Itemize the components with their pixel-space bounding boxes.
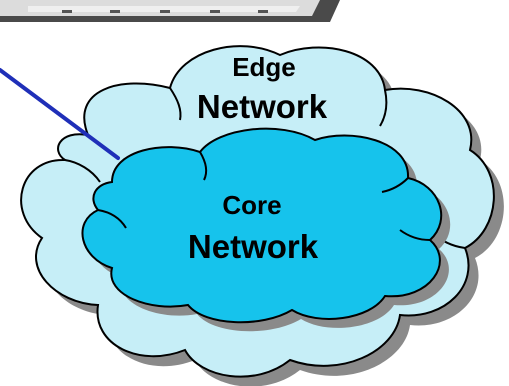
uplink-line — [0, 68, 120, 160]
edge-label-line1: Edge — [232, 52, 296, 82]
core-label-line2: Network — [188, 228, 319, 265]
core-label-line1: Core — [222, 190, 281, 220]
edge-cloud-contours — [64, 87, 466, 249]
core-cloud-contours — [97, 151, 431, 241]
server-rack-icon — [0, 0, 340, 22]
edge-label-line2: Network — [197, 88, 328, 125]
core-network-cloud — [81, 127, 442, 324]
